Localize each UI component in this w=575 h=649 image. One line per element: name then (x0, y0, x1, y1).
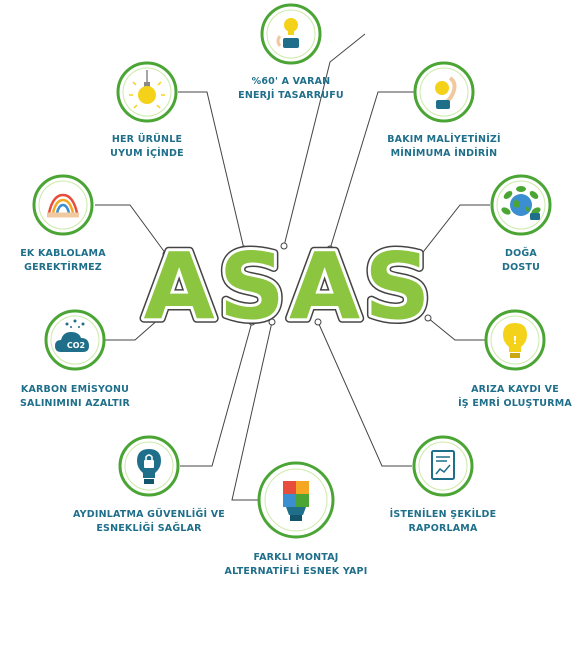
connector-product-compat (178, 91, 245, 250)
caption-line: GEREKTİRMEZ (24, 261, 102, 273)
svg-text:ASAS: ASAS (144, 233, 435, 340)
cables-icon (32, 174, 94, 236)
caption-line: KARBON EMİSYONU (20, 384, 130, 395)
connector-mounting (231, 321, 273, 501)
caption-line: FARKLI MONTAJ (253, 552, 339, 563)
caption-carbon: KARBON EMİSYONU SALINIMINI AZALTIR (0, 383, 175, 410)
caption-maintenance: BAKIM MALİYETİNİZİ MİNİMUMA İNDİRİN (344, 133, 544, 160)
caption-line: ESNEKLİĞİ SAĞLAR (96, 522, 202, 534)
lightbulb-hand-icon (260, 3, 322, 65)
svg-text:ASAS: ASAS (144, 233, 435, 340)
coin-hand-icon (413, 61, 475, 123)
connector-dot (162, 250, 170, 258)
caption-line: RAPORLAMA (408, 522, 478, 534)
logo-text: ASAS (144, 233, 435, 340)
connector-reporting (317, 321, 412, 467)
connector-dot (240, 245, 248, 253)
connector-security (180, 321, 253, 467)
caption-line: ENERJİ TASARRUFU (238, 89, 344, 101)
caption-reporting: İSTENİLEN ŞEKİLDE RAPORLAMA (343, 508, 543, 535)
connector-lines (95, 33, 490, 501)
caption-line: BAKIM MALİYETİNİZİ (387, 134, 501, 145)
connector-dot (326, 245, 334, 253)
caption-line: SALINIMINI AZALTIR (19, 397, 131, 409)
caption-energy-saving: %60' A VARAN ENERJİ TASARRUFU (191, 75, 391, 102)
connector-dot (280, 242, 288, 250)
connector-carbon (105, 317, 161, 341)
caption-security: AYDINLATMA GÜVENLİĞİ VE ESNEKLİĞİ SAĞLAR (49, 508, 249, 535)
caption-line: İŞ EMRİ OLUŞTURMA (458, 397, 572, 409)
bulb-warning-icon: ! (484, 309, 546, 371)
connector-dot (416, 252, 424, 260)
globe-leaves-icon (490, 174, 552, 236)
caption-product-compat: HER ÜRÜNLE UYUM İÇİNDE (47, 133, 247, 160)
svg-text:!: ! (512, 334, 517, 347)
caption-eco-friendly: DOĞA DOSTU (421, 247, 575, 274)
caption-line: DOSTU (502, 261, 540, 273)
co2-cloud-icon: CO2 (44, 309, 106, 371)
connector-dot (156, 314, 164, 322)
caption-line: DOĞA (505, 248, 537, 259)
caption-line: UYUM İÇİNDE (110, 147, 184, 159)
connector-dot (424, 314, 432, 322)
caption-line: İSTENİLEN ŞEKİLDE (389, 509, 497, 520)
caption-line: AYDINLATMA GÜVENLİĞİ VE (73, 509, 225, 520)
caption-line: ALTERNATİFLİ ESNEK YAPI (224, 565, 368, 577)
hanging-bulb-icon (116, 61, 178, 123)
connector-no-cabling (95, 204, 167, 255)
connector-dot (314, 318, 322, 326)
caption-line: ARIZA KAYDI VE (471, 384, 559, 395)
caption-no-cabling: EK KABLOLAMA GEREKTİRMEZ (0, 247, 163, 274)
connector-dot (248, 318, 256, 326)
connector-maintenance (329, 91, 415, 250)
connector-dots (156, 242, 432, 326)
svg-text:CO2: CO2 (67, 341, 85, 350)
caption-line: MİNİMUMA İNDİRİN (390, 147, 498, 159)
asas-logo: ASAS ASAS ASAS (139, 229, 435, 345)
report-chart-icon (412, 435, 474, 497)
caption-fault-record: ARIZA KAYDI VE İŞ EMRİ OLUŞTURMA (415, 383, 575, 410)
connector-fault-record (427, 317, 485, 341)
puzzle-bulb-icon (257, 461, 335, 539)
lock-bulb-icon (118, 435, 180, 497)
caption-line: EK KABLOLAMA (20, 248, 106, 259)
caption-mounting: FARKLI MONTAJ ALTERNATİFLİ ESNEK YAPI (196, 551, 396, 578)
caption-line: %60' A VARAN (251, 76, 331, 87)
connector-energy-saving (283, 33, 366, 247)
connector-dot (268, 318, 276, 326)
connector-eco-friendly (419, 204, 490, 257)
caption-line: HER ÜRÜNLE (111, 134, 183, 145)
